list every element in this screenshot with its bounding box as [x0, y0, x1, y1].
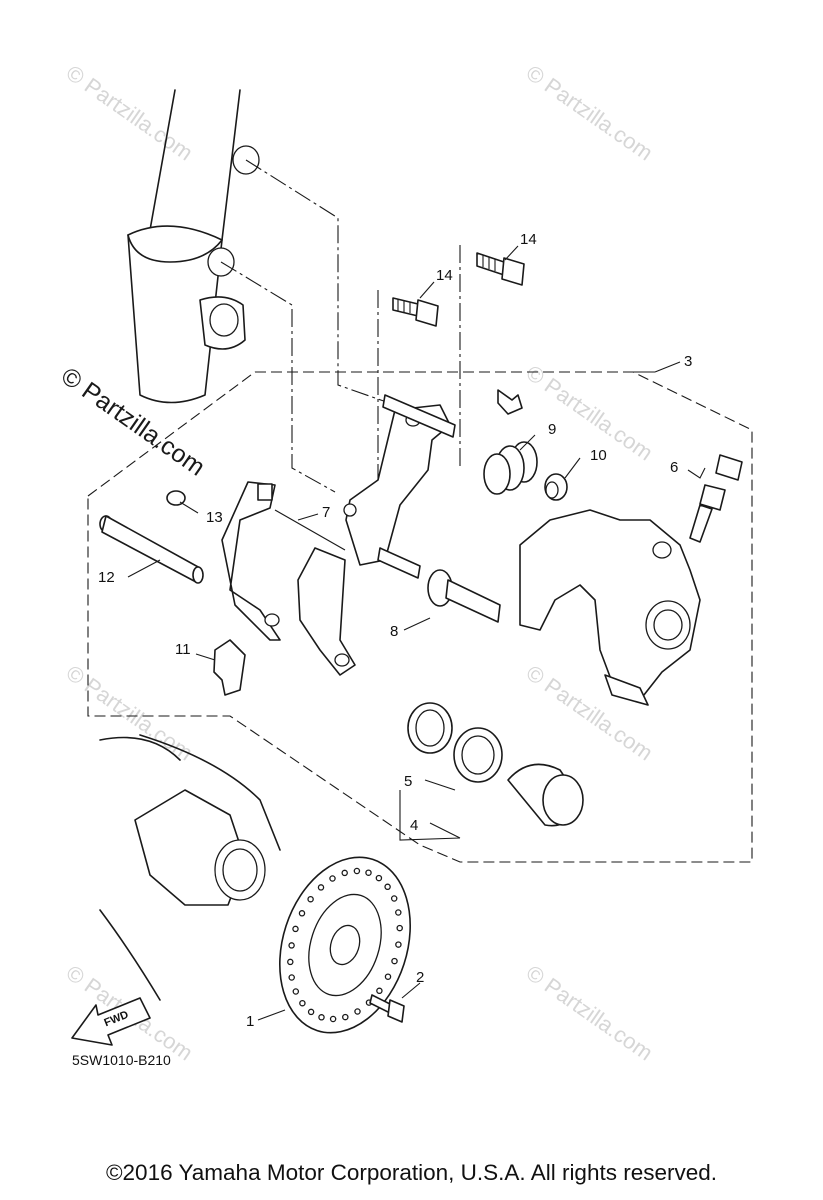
- disc-vent-hole: [354, 1008, 361, 1015]
- brake-pad-outer: [274, 509, 356, 676]
- diagram-code: 5SW1010-B210: [72, 1052, 171, 1068]
- pad-spring-11: [213, 639, 246, 696]
- piston-4: [507, 763, 584, 827]
- disc-vent-hole: [353, 867, 361, 875]
- disc-vent-hole: [384, 973, 392, 980]
- wheel-hub: [99, 734, 281, 1001]
- callout-4: 4: [410, 817, 419, 834]
- boot-10: [544, 473, 568, 501]
- disc-vent-hole: [292, 925, 299, 933]
- callout-12: 12: [98, 569, 115, 586]
- disc-vent-hole: [298, 910, 306, 917]
- disc-vent-hole: [307, 895, 314, 903]
- brake-disc-1: [279, 856, 411, 1034]
- disc-vent-hole: [390, 895, 398, 902]
- callout-6: 6: [670, 459, 679, 476]
- pad-pin-12: [99, 515, 204, 584]
- disc-vent-hole: [287, 958, 294, 966]
- disc-vent-hole: [317, 884, 325, 891]
- disc-vent-hole: [292, 988, 300, 995]
- callout-13: 13: [206, 509, 223, 526]
- callout-14-right: 14: [520, 231, 537, 248]
- disc-vent-hole: [288, 974, 295, 981]
- caliper-assembly-outline: [87, 371, 753, 863]
- disc-vent-hole: [376, 987, 383, 995]
- pad-spring-top: [497, 389, 523, 415]
- disc-vent-hole: [307, 1008, 315, 1016]
- disc-vent-hole: [365, 869, 372, 876]
- callout-14-left: 14: [436, 267, 453, 284]
- callout-11: 11: [175, 641, 191, 658]
- fwd-arrow: [71, 997, 151, 1046]
- disc-vent-hole: [288, 942, 295, 949]
- bolt-14-left: [392, 297, 439, 327]
- disc-bolt-2: [369, 994, 405, 1023]
- callout-10: 10: [590, 447, 607, 464]
- disc-vent-hole: [395, 941, 402, 948]
- disc-vent-hole: [396, 924, 403, 932]
- disc-vent-hole: [391, 957, 398, 965]
- piston-seals-5: [407, 702, 503, 783]
- callout-9: 9: [548, 421, 557, 438]
- callout-leaders: [127, 245, 706, 1021]
- copyright-notice: ©2016 Yamaha Motor Corporation, U.S.A. A…: [105, 1160, 718, 1185]
- front-fork: [127, 89, 260, 404]
- callout-1: 1: [246, 1013, 255, 1030]
- caliper-bracket: [343, 394, 456, 579]
- disc-vent-hole: [329, 1015, 337, 1023]
- callout-3: 3: [684, 353, 693, 370]
- disc-vent-hole: [299, 999, 306, 1007]
- brake-pad-inner: [221, 481, 281, 641]
- disc-vent-hole: [384, 883, 391, 891]
- circlip-13: [166, 490, 186, 506]
- caliper-body: [519, 509, 701, 706]
- callout-5: 5: [404, 773, 413, 790]
- callout-2: 2: [416, 969, 425, 986]
- boot-9: [483, 441, 538, 495]
- callout-7: 7: [322, 504, 331, 521]
- callout-8: 8: [390, 623, 399, 640]
- disc-vent-hole: [341, 869, 348, 877]
- bolt-14-right: [476, 252, 525, 286]
- slide-pin-8: [427, 569, 501, 623]
- disc-vent-hole: [329, 875, 336, 882]
- bleed-screw-6: [689, 454, 743, 543]
- disc-vent-hole: [318, 1014, 325, 1021]
- disc-vent-hole: [342, 1013, 349, 1021]
- disc-vent-hole: [375, 874, 383, 882]
- disc-vent-hole: [395, 909, 402, 916]
